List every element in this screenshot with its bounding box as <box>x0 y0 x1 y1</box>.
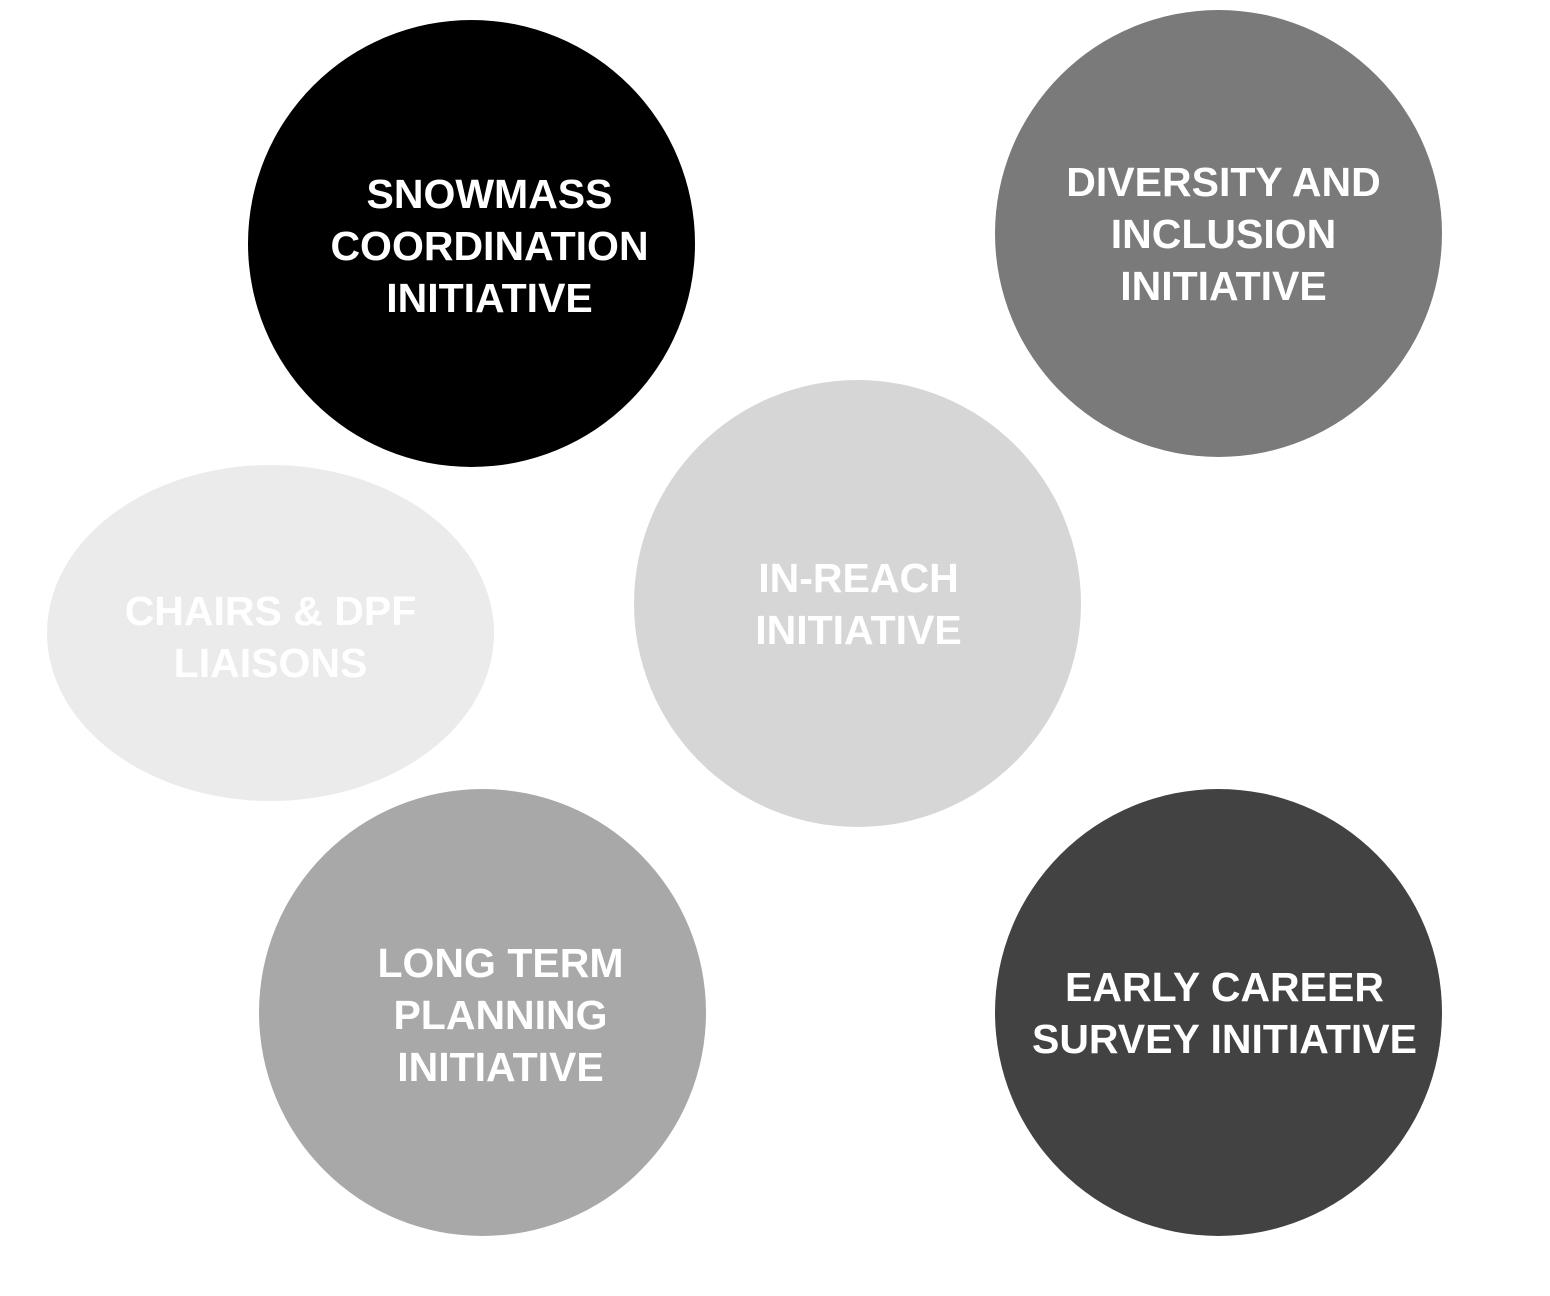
diversity-inclusion-label: DIVERSITY AND INCLUSION INITIATIVE <box>1066 158 1381 309</box>
snowmass-coordination-label: SNOWMASS COORDINATION INITIATIVE <box>330 170 649 321</box>
in-reach-label: IN-REACH INITIATIVE <box>755 554 962 653</box>
chairs-dpf-liaisons-label: CHAIRS & DPF LIAISONS <box>124 588 417 686</box>
early-career-survey-label: EARLY CAREER SURVEY INITIATIVE <box>1031 963 1418 1062</box>
long-term-planning-bubble: LONG TERM PLANNING INITIATIVE <box>259 789 706 1236</box>
long-term-planning-label: LONG TERM PLANNING INITIATIVE <box>377 939 624 1090</box>
snowmass-coordination-bubble: SNOWMASS COORDINATION INITIATIVE <box>248 20 695 467</box>
chairs-dpf-liaisons-bubble: CHAIRS & DPF LIAISONS <box>47 465 494 801</box>
early-career-survey-bubble: EARLY CAREER SURVEY INITIATIVE <box>995 789 1442 1236</box>
in-reach-bubble: IN-REACH INITIATIVE <box>634 380 1081 827</box>
diversity-inclusion-bubble: DIVERSITY AND INCLUSION INITIATIVE <box>995 10 1442 457</box>
